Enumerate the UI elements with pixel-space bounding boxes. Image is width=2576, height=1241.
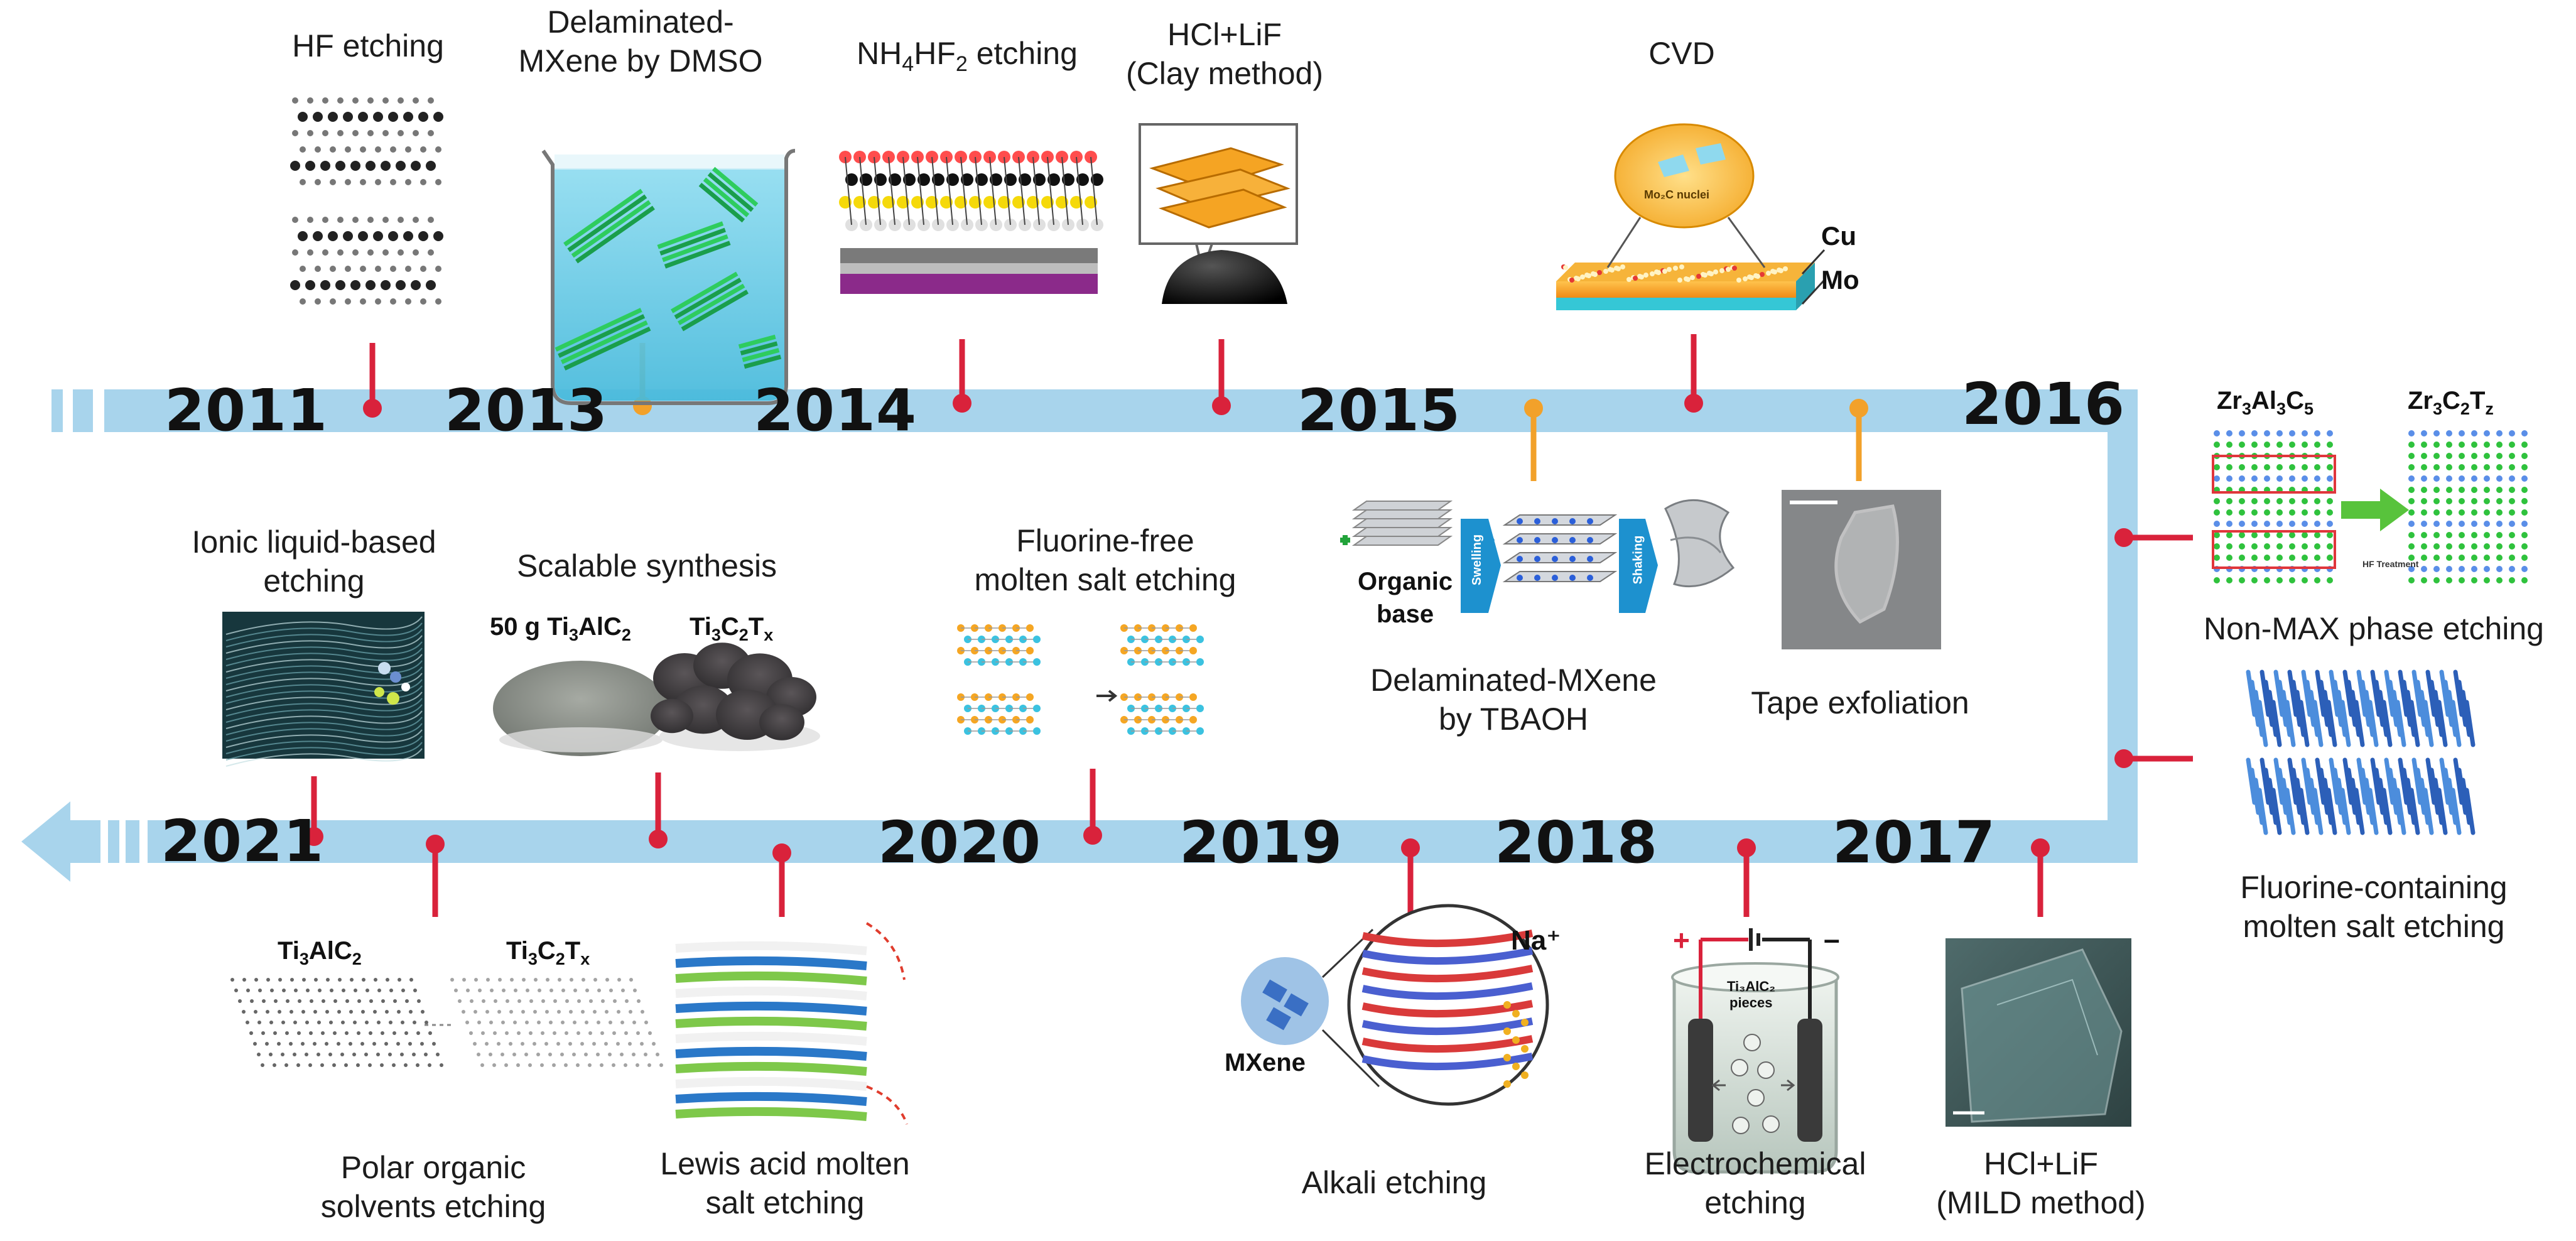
nh4hf2-illustration [839, 151, 1103, 294]
tbaoh-illustration [1340, 499, 1735, 613]
label-ionic-line2: etching [263, 563, 365, 599]
label-tape: Tape exfoliation [1751, 685, 1969, 720]
pin-lewis [772, 843, 791, 917]
cvd-nuclei-label: Mo₂C nuclei [1644, 188, 1710, 201]
ionic-liquid-image [222, 612, 425, 767]
label-echem-pieces-2: pieces [1729, 995, 1773, 1011]
label-scalable: Scalable synthesis [516, 548, 777, 583]
year-2016: 2016 [1962, 371, 2126, 438]
label-lewis-line2: salt etching [705, 1185, 865, 1220]
label-lewis-line1: Lewis acid molten [660, 1146, 910, 1181]
label-echem-line2: etching [1704, 1185, 1806, 1220]
scalable-powders [493, 642, 820, 756]
label-fluorine-free-line1: Fluorine-free [1016, 523, 1194, 558]
pin-hf-etching [363, 343, 382, 418]
clay-method-illustration [1139, 123, 1298, 304]
label-zr3al3c5: Zr3Al3C5 [2217, 387, 2314, 418]
hf-etching-illustration [290, 97, 443, 305]
pin-polar [426, 835, 445, 917]
label-hf-treatment: HF Treatment [2362, 559, 2419, 569]
year-2017: 2017 [1832, 809, 1996, 876]
label-clay-line2: (Clay method) [1126, 56, 1323, 91]
label-fluorine-containing-line1: Fluorine-containing [2240, 870, 2508, 905]
label-ionic-line1: Ionic liquid-based [192, 524, 436, 560]
year-2011: 2011 [165, 377, 328, 444]
year-2020: 2020 [878, 809, 1042, 876]
label-fluorine-containing-line2: molten salt etching [2243, 909, 2505, 944]
lewis-acid-illustration [675, 922, 908, 1125]
label-dmso-line1: Delaminated- [547, 4, 734, 40]
label-hf-etching: HF etching [292, 28, 444, 63]
pin-scalable [649, 772, 668, 848]
pin-fluorine-containing [2114, 749, 2193, 768]
label-organic-line2: base [1377, 600, 1434, 628]
pin-cvd [1684, 334, 1703, 413]
pin-alkali [1401, 838, 1420, 917]
label-alkali-na: Na⁺ [1511, 925, 1561, 956]
label-echem-plus: + [1673, 924, 1690, 956]
label-shaking: Shaking [1631, 535, 1645, 585]
label-scalable-ti3c2tx: Ti3C2Tx [690, 613, 774, 644]
label-organic-line1: Organic [1358, 568, 1453, 595]
timeline-arrowhead [21, 801, 70, 882]
fluorine-containing-illustration [2246, 669, 2476, 835]
label-clay-line1: HCl+LiF [1167, 17, 1282, 52]
timeline-lower-track [21, 801, 2138, 882]
label-echem-line1: Electrochemical [1644, 1146, 1866, 1181]
pin-nh4hf2 [953, 339, 971, 413]
year-2014: 2014 [754, 377, 917, 444]
dmso-beaker-illustration [541, 149, 796, 405]
label-cvd: CVD [1648, 36, 1715, 71]
label-mild-line1: HCl+LiF [1984, 1146, 2098, 1181]
pin-ionic [305, 776, 323, 846]
label-tbaoh-line2: by TBAOH [1438, 702, 1589, 737]
alkali-illustration [1241, 904, 1549, 1106]
year-2015: 2015 [1297, 377, 1461, 444]
label-polar-line2: solvents etching [320, 1189, 546, 1224]
label-polar-ti3c2tx: Ti3C2Tx [506, 937, 590, 968]
label-echem-pieces-1: Ti₃AlC₂ [1727, 978, 1775, 994]
label-tbaoh-line1: Delaminated-MXene [1370, 663, 1657, 698]
cvd-cu-label: Cu [1821, 221, 1856, 251]
tape-exfoliation-image [1782, 490, 1941, 649]
cvd-illustration [1556, 123, 1826, 310]
pin-fluorine-free [1083, 769, 1102, 845]
year-2013: 2013 [445, 377, 609, 444]
label-polar-line1: Polar organic [340, 1150, 526, 1185]
pin-non-max [2114, 528, 2193, 547]
label-alkali-mxene: MXene [1225, 1049, 1306, 1076]
label-swelling: Swelling [1470, 534, 1485, 586]
label-echem-minus: – [1824, 923, 1840, 955]
year-2021: 2021 [161, 808, 325, 875]
label-alkali: Alkali etching [1301, 1165, 1487, 1200]
fluorine-free-illustration [957, 624, 1204, 735]
label-non-max: Non-MAX phase etching [2204, 611, 2544, 646]
timeline-right-connector [2108, 389, 2138, 863]
label-fluorine-free-line2: molten salt etching [974, 562, 1237, 597]
pin-tape [1849, 399, 1868, 481]
label-scalable-ti3alc2: 50 g Ti3AlC2 [490, 613, 631, 644]
pin-electrochemical [1737, 838, 1756, 917]
label-dmso-line2: MXene by DMSO [518, 43, 763, 79]
pin-mild [2031, 838, 2050, 917]
polar-organic-illustration [230, 978, 663, 1067]
non-max-illustration [2212, 430, 2528, 583]
year-2019: 2019 [1179, 809, 1343, 876]
pin-tbaoh [1524, 399, 1543, 481]
cvd-mo-label: Mo [1821, 265, 1859, 295]
label-mild-line2: (MILD method) [1936, 1185, 2146, 1220]
year-2018: 2018 [1495, 809, 1659, 876]
label-nh4hf2: NH4HF2 etching [857, 36, 1078, 76]
label-zr3c2tz: Zr3C2Tz [2408, 387, 2494, 418]
timeline-upper-track [51, 389, 2138, 432]
mild-tem-image [1946, 938, 2131, 1127]
electrochemical-illustration [1671, 928, 1839, 1174]
label-polar-ti3alc2: Ti3AlC2 [278, 937, 362, 968]
pin-clay [1212, 339, 1231, 415]
